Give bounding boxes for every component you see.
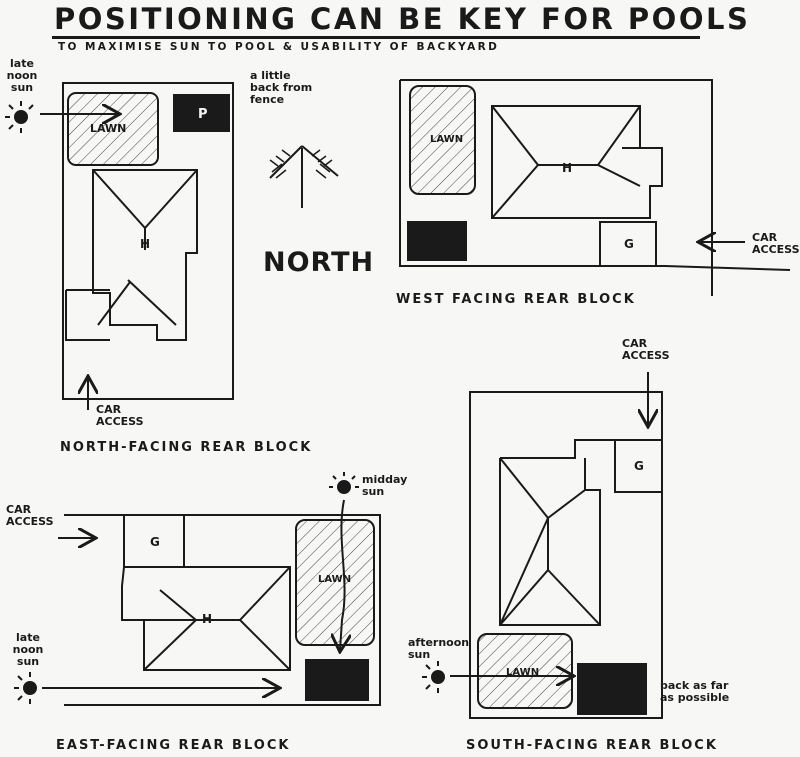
east-sun-label: midday sun	[362, 473, 408, 498]
east-house-label: H	[202, 612, 212, 626]
south-garage-label: G	[634, 459, 644, 473]
west-lawn-label: LAWN	[430, 134, 463, 145]
north-fence-note: a little back from fence	[250, 69, 313, 106]
south-house	[499, 439, 662, 626]
south-block-boundary	[469, 391, 663, 719]
east-sun2-label: late noon sun	[12, 631, 44, 668]
north-pool	[173, 94, 230, 132]
east-block-boundary	[64, 514, 381, 706]
east-sun-icon	[329, 472, 359, 494]
south-pool	[577, 663, 647, 715]
east-car-access-label: CAR ACCESS	[6, 503, 54, 528]
page-subtitle: TO MAXIMISE SUN TO POOL & USABILITY OF B…	[58, 41, 500, 53]
south-sun-label: afternoon sun	[408, 636, 470, 661]
west-block-caption: WEST FACING REAR BLOCK	[396, 292, 636, 307]
page-title: POSITIONING CAN BE KEY FOR POOLS	[54, 2, 751, 36]
north-house	[65, 169, 198, 341]
east-sun-ray	[340, 499, 345, 650]
north-car-access-label: CAR ACCESS	[96, 403, 144, 428]
east-block-caption: EAST-FACING REAR BLOCK	[56, 738, 291, 753]
south-facing-block	[450, 372, 663, 719]
north-sun-icon	[5, 101, 34, 133]
south-back-note: back as far as possible	[660, 679, 730, 704]
north-pool-label: P	[198, 107, 208, 122]
west-facing-block	[399, 79, 791, 296]
north-lawn-label: LAWN	[90, 122, 126, 135]
north-arrow	[269, 145, 339, 208]
north-facing-block	[40, 82, 234, 410]
west-pool	[407, 221, 467, 261]
west-house	[491, 105, 663, 219]
west-car-access-label: CAR ACCESS	[752, 231, 800, 256]
east-pool	[305, 659, 369, 701]
south-lawn-label: LAWN	[506, 667, 539, 678]
west-garage-label: G	[624, 237, 634, 251]
east-house	[121, 566, 291, 671]
south-garage	[614, 439, 663, 493]
title-underline	[52, 36, 700, 39]
west-garage	[599, 221, 657, 267]
east-lawn-label: LAWN	[318, 574, 351, 585]
north-block-caption: NORTH-FACING REAR BLOCK	[60, 440, 313, 455]
west-block-boundary	[399, 79, 791, 296]
north-block-boundary	[62, 82, 234, 400]
north-lawn	[67, 92, 159, 166]
west-lawn	[409, 85, 476, 195]
east-garage-label: G	[150, 535, 160, 549]
east-facing-block	[42, 499, 381, 706]
south-car-access-label: CAR ACCESS	[622, 337, 670, 362]
south-block-caption: SOUTH-FACING REAR BLOCK	[466, 738, 718, 753]
west-house-label: H	[562, 161, 572, 175]
north-house-label: H	[140, 237, 150, 251]
east-sun2-icon	[14, 672, 37, 704]
north-sun-label: late noon sun	[6, 57, 38, 94]
south-sun-icon	[422, 661, 445, 693]
north-label: NORTH	[263, 247, 375, 278]
